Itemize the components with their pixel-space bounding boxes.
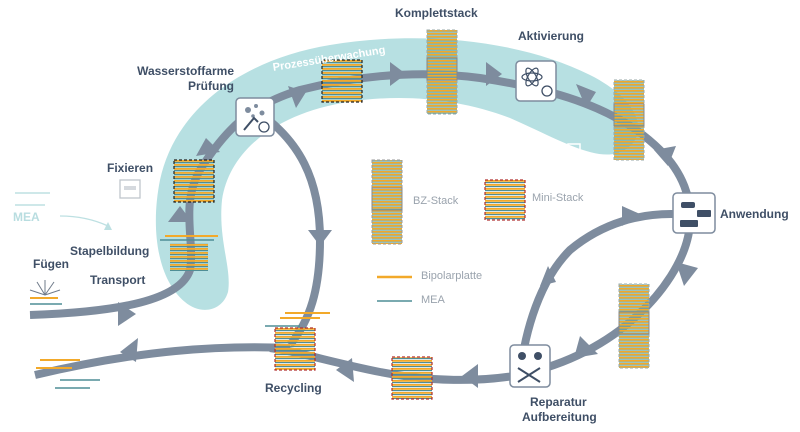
recycling-input-strips <box>265 312 330 327</box>
arrow-fixieren-up <box>196 138 220 156</box>
track-inner-return <box>516 210 691 376</box>
label-fuegen: Fügen <box>33 257 69 271</box>
label-aktivierung: Aktivierung <box>518 29 585 43</box>
stack-after-anwendung <box>618 283 650 369</box>
label-reparatur: Reparatur <box>530 395 587 409</box>
stack-after-aktivierung <box>613 79 645 161</box>
legend-bz-stack-graphic <box>371 159 403 245</box>
label-mea-input: MEA <box>13 210 40 224</box>
legend-mini-stack-label: Mini-Stack <box>532 192 584 204</box>
label-pruefung: Prüfung <box>188 79 234 93</box>
stack-recycling <box>274 327 316 371</box>
arrow-bottom-1 <box>462 364 478 388</box>
arrow-stapel <box>168 206 192 222</box>
label-anwendung: Anwendung <box>720 207 789 221</box>
magnifier-icon <box>231 231 245 245</box>
arrow-top-2 <box>486 62 502 86</box>
label-fixieren: Fixieren <box>107 161 154 175</box>
gauge-icon <box>311 141 333 153</box>
stack-komplettstack <box>426 29 458 115</box>
arrow-inner-2 <box>622 206 640 226</box>
arrow-aktivierung <box>576 84 596 108</box>
microscope-icon <box>235 97 275 137</box>
arrow-pruefung-right <box>288 86 306 108</box>
label-wasserstoffarme: Wasserstoffarme <box>137 64 234 78</box>
label-aufbereitung: Aufbereitung <box>522 410 597 424</box>
chip-icon <box>567 143 581 157</box>
legend-mini-stack-graphic <box>484 179 526 221</box>
arrow-transport <box>118 302 136 326</box>
legend-bz-stack-label: BZ-Stack <box>413 195 459 207</box>
arrow-top-1 <box>390 62 406 86</box>
label-stapelbildung: Stapelbildung <box>70 244 150 258</box>
vehicles-icon <box>672 192 716 234</box>
arrow-reparatur-up <box>574 336 598 358</box>
label-komplettstack: Komplettstack <box>395 6 478 20</box>
arrow-exit-left <box>120 338 138 362</box>
recycling-output-strips <box>36 359 100 389</box>
arrow-recycling-down <box>308 230 332 246</box>
stack-after-pruefung <box>321 59 363 103</box>
track-recycling-branch <box>252 106 325 348</box>
legend-mea-label: MEA <box>421 294 445 306</box>
cloud-monitor-icon <box>483 127 497 138</box>
stack-stapelbildung <box>170 243 208 271</box>
arrow-bottom-2 <box>336 358 354 382</box>
legend-bipolarplatte-label: Bipolarplatte <box>421 270 483 282</box>
welding-spark-icon <box>29 280 61 296</box>
trend-chart-icon <box>387 118 405 135</box>
label-transport: Transport <box>90 273 146 287</box>
process-monitoring-band <box>155 38 639 310</box>
stack-after-reparatur <box>391 356 433 400</box>
stapel-incoming-plates <box>160 235 218 241</box>
atom-icon <box>515 60 557 102</box>
sensor-icon <box>249 175 263 185</box>
arrow-inner-1 <box>540 266 556 286</box>
track-recycling-exit <box>34 343 291 379</box>
repair-icon <box>509 344 551 388</box>
label-recycling: Recycling <box>265 381 322 395</box>
press-icon <box>119 179 141 199</box>
arrow-right-down <box>654 146 676 166</box>
stack-fixieren <box>173 159 215 203</box>
fuegen-plates <box>30 297 62 305</box>
mea-input-strips <box>15 192 112 230</box>
arrow-anwendung-down <box>676 262 698 286</box>
